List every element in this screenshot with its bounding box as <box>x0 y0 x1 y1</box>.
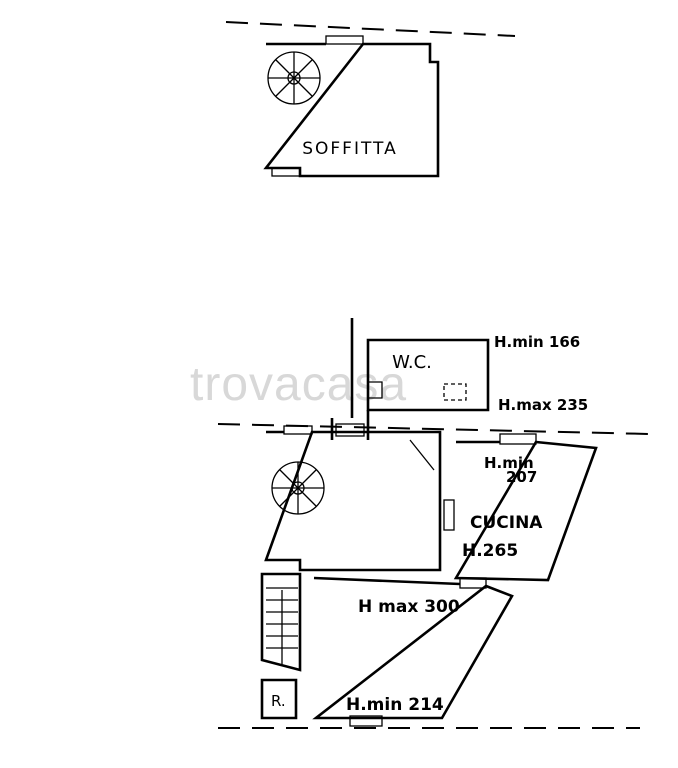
kitchen-height-min-value: 207 <box>506 468 537 486</box>
upper-room-door <box>409 439 435 471</box>
lower-room-height-max: H max 300 <box>358 597 460 617</box>
lower-room-walls <box>312 576 514 720</box>
attic-window-bottom <box>271 167 301 177</box>
wc-height-max: H.max 235 <box>498 396 588 414</box>
wc-door <box>368 381 383 399</box>
attic-spiral-stair <box>267 51 321 105</box>
corridor-step <box>335 423 365 437</box>
attic-window <box>325 35 364 45</box>
main-floor: W.C. H.min 166 H.max 235 H.min 207 CUCIN… <box>217 318 651 729</box>
watermark: trovacasa <box>190 358 407 411</box>
spiral-stair <box>271 461 325 515</box>
attic-floor: SOFFITTA <box>225 21 516 178</box>
room-label-soffitta: SOFFITTA <box>302 139 398 159</box>
kitchen-height: H.265 <box>462 541 518 561</box>
kitchen-door <box>443 499 455 531</box>
room-label-wc: W.C. <box>392 352 432 373</box>
upper-room-walls <box>264 430 442 572</box>
kitchen-walls <box>453 440 598 582</box>
closet-r <box>260 678 298 720</box>
lower-room-window <box>459 577 487 589</box>
upper-room-window <box>283 425 313 435</box>
kitchen-window <box>499 433 537 445</box>
room-label-cucina: CUCINA <box>470 513 543 533</box>
attic-section-line <box>225 21 516 37</box>
room-label-r: R. <box>271 692 286 710</box>
lower-room-window-bottom <box>349 715 383 727</box>
wc-shower <box>443 383 467 401</box>
kitchen-height-min-label: H.min <box>484 454 534 472</box>
wc-height-min: H.min 166 <box>494 333 580 351</box>
wc-room <box>366 338 490 412</box>
straight-stair <box>260 572 302 672</box>
lower-room-height-min: H.min 214 <box>346 695 444 715</box>
corridor-walls <box>330 410 370 440</box>
